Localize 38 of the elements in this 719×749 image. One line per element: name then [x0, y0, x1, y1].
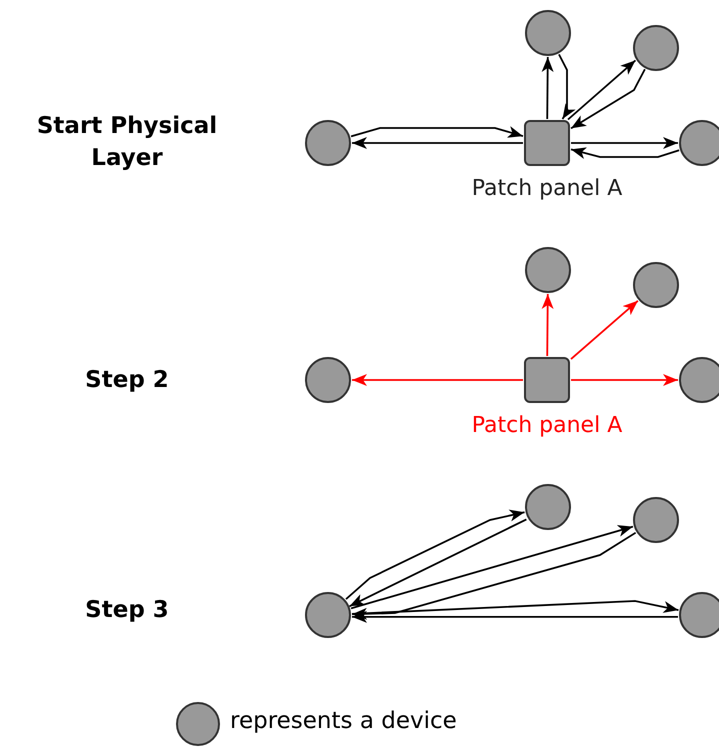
arrow — [542, 294, 554, 356]
device-circle — [525, 10, 571, 56]
device-circle — [633, 25, 679, 71]
device-circle — [633, 497, 679, 543]
arrow — [349, 518, 527, 608]
arrow — [567, 60, 636, 120]
device-circle — [679, 357, 719, 403]
arrow — [570, 147, 680, 159]
arrow — [571, 137, 678, 149]
patch-panel-label: Patch panel A — [472, 413, 622, 438]
device-circle — [305, 592, 351, 638]
device-circle — [525, 484, 571, 530]
arrow — [350, 525, 634, 610]
device-circle — [305, 357, 351, 403]
arrow — [352, 532, 636, 620]
arrow — [352, 600, 679, 615]
arrow — [345, 510, 525, 600]
device-circle — [525, 247, 571, 293]
patch-panel-square — [524, 357, 570, 403]
arrow — [352, 374, 523, 386]
arrow — [571, 374, 678, 386]
step-heading: Step 3 — [84, 596, 170, 625]
arrow — [352, 610, 678, 623]
arrow — [352, 137, 523, 149]
patch-panel-label: Patch panel A — [472, 176, 622, 201]
arrow — [542, 57, 554, 119]
device-circle — [633, 262, 679, 308]
arrow — [558, 54, 576, 120]
arrow — [570, 68, 646, 130]
legend-text: represents a device — [230, 708, 457, 734]
arrow — [570, 300, 638, 360]
patch-panel-square — [524, 120, 570, 166]
step-heading: Start Physical Layer — [36, 112, 218, 173]
device-circle — [305, 120, 351, 166]
step-heading: Step 2 — [84, 366, 170, 395]
device-circle — [679, 120, 719, 166]
device-circle — [679, 592, 719, 638]
arrow — [350, 126, 524, 138]
